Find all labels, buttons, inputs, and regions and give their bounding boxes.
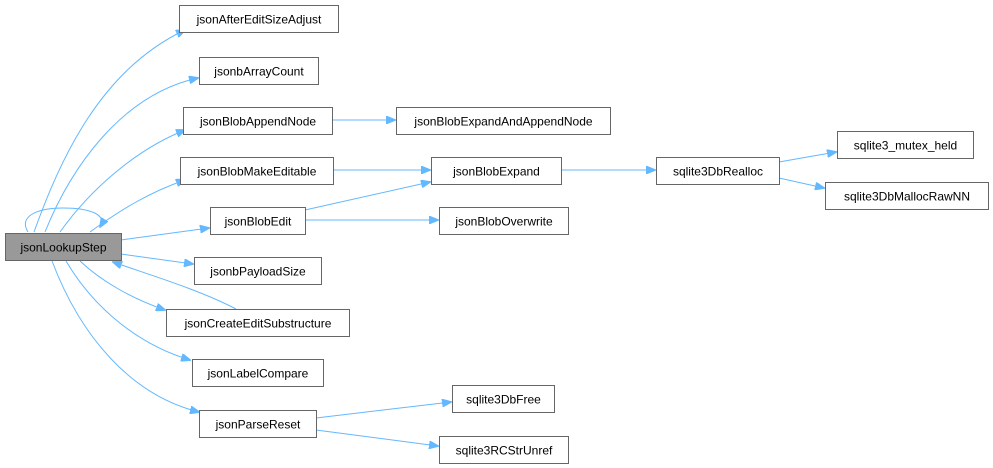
node-sqlite3DbFree[interactable]: sqlite3DbFree: [452, 385, 555, 413]
node-label: sqlite3_mutex_held: [854, 139, 957, 153]
node-jsonBlobOverwrite[interactable]: jsonBlobOverwrite: [439, 207, 569, 235]
node-label: jsonbPayloadSize: [209, 265, 306, 279]
node-box: [194, 257, 322, 285]
edge-jsonLookupStep-to-jsonBlobMakeEditable: [89, 180, 185, 233]
node-jsonBlobExpandAndAppendNode[interactable]: jsonBlobExpandAndAppendNode: [396, 107, 611, 135]
node-label: jsonBlobAppendNode: [199, 115, 316, 129]
node-label: sqlite3DbFree: [466, 393, 541, 407]
node-box: [179, 5, 339, 33]
edge-jsonCreateEditSubstructure-to-jsonLookupStep: [113, 262, 237, 310]
edge-jsonLookupStep-to-jsonParseReset: [51, 260, 199, 412]
edge-jsonLookupStep-to-jsonBlobEdit: [120, 228, 209, 241]
node-box: [166, 309, 350, 337]
node-box: [656, 157, 780, 185]
edge-sqlite3DbRealloc-to-sqlite3DbMallocRawNN: [778, 177, 824, 188]
node-jsonCreateEditSubstructure[interactable]: jsonCreateEditSubstructure: [166, 309, 350, 337]
edge-jsonParseReset-to-sqlite3DbFree: [315, 402, 451, 419]
node-sqlite3DbRealloc[interactable]: sqlite3DbRealloc: [656, 157, 780, 185]
node-label: sqlite3DbMallocRawNN: [844, 190, 970, 204]
node-jsonBlobMakeEditable[interactable]: jsonBlobMakeEditable: [180, 157, 334, 185]
edge-jsonLookupStep-to-jsonLookupStep: [25, 207, 101, 233]
node-layer: jsonLookupStep jsonAfterEditSizeAdjust jso…: [5, 5, 989, 464]
node-jsonBlobAppendNode[interactable]: jsonBlobAppendNode: [183, 107, 333, 135]
node-box: [183, 107, 333, 135]
node-label: jsonBlobExpandAndAppendNode: [413, 115, 592, 129]
node-jsonbPayloadSize[interactable]: jsonbPayloadSize: [194, 257, 322, 285]
node-box: [199, 57, 319, 85]
edge-jsonLookupStep-to-jsonAfterEditSizeAdjust: [33, 30, 185, 233]
node-jsonBlobExpand[interactable]: jsonBlobExpand: [431, 157, 562, 185]
node-label: sqlite3DbRealloc: [673, 165, 763, 179]
node-box: [439, 436, 569, 464]
edge-sqlite3DbRealloc-to-sqlite3_mutex_held: [778, 152, 836, 163]
node-jsonAfterEditSizeAdjust[interactable]: jsonAfterEditSizeAdjust: [179, 5, 339, 33]
edge-jsonLookupStep-to-jsonLabelCompare: [65, 260, 190, 360]
node-box: [180, 157, 334, 185]
node-label: sqlite3RCStrUnref: [456, 444, 553, 458]
node-jsonParseReset[interactable]: jsonParseReset: [199, 410, 317, 438]
node-box: [199, 410, 317, 438]
node-label: jsonBlobExpand: [452, 165, 540, 179]
node-jsonBlobEdit[interactable]: jsonBlobEdit: [210, 207, 306, 235]
edge-layer: [25, 30, 836, 446]
node-sqlite3_mutex_held[interactable]: sqlite3_mutex_held: [837, 131, 974, 159]
node-jsonLookupStep[interactable]: jsonLookupStep: [5, 233, 122, 261]
node-box: [210, 207, 306, 235]
node-box: [439, 207, 569, 235]
node-label: jsonBlobMakeEditable: [197, 165, 317, 179]
node-label: jsonLabelCompare: [207, 367, 309, 381]
node-jsonbArrayCount[interactable]: jsonbArrayCount: [199, 57, 319, 85]
node-box: [452, 385, 555, 413]
node-jsonLabelCompare[interactable]: jsonLabelCompare: [192, 359, 324, 387]
edge-jsonLookupStep-to-jsonbPayloadSize: [120, 253, 193, 264]
node-label: jsonAfterEditSizeAdjust: [196, 13, 322, 27]
node-sqlite3DbMallocRawNN[interactable]: sqlite3DbMallocRawNN: [825, 182, 989, 210]
edge-jsonLookupStep-to-jsonbArrayCount: [44, 78, 198, 233]
edge-jsonLookupStep-to-jsonBlobAppendNode: [59, 130, 185, 233]
edge-jsonLookupStep-to-jsonCreateEditSubstructure: [79, 260, 165, 310]
node-label: jsonBlobEdit: [224, 215, 292, 229]
node-box: [825, 182, 989, 210]
node-box: [396, 107, 611, 135]
node-label: jsonbArrayCount: [213, 65, 304, 79]
node-box: [837, 131, 974, 159]
edge-jsonBlobEdit-to-jsonBlobExpand: [304, 182, 430, 211]
node-box: [5, 233, 122, 261]
node-box: [192, 359, 324, 387]
edge-jsonParseReset-to-sqlite3RCStrUnref: [315, 429, 438, 446]
node-label: jsonCreateEditSubstructure: [184, 317, 332, 331]
node-label: jsonLookupStep: [19, 241, 106, 255]
node-label: jsonBlobOverwrite: [454, 215, 553, 229]
node-box: [431, 157, 562, 185]
node-label: jsonParseReset: [215, 418, 301, 432]
node-sqlite3RCStrUnref[interactable]: sqlite3RCStrUnref: [439, 436, 569, 464]
